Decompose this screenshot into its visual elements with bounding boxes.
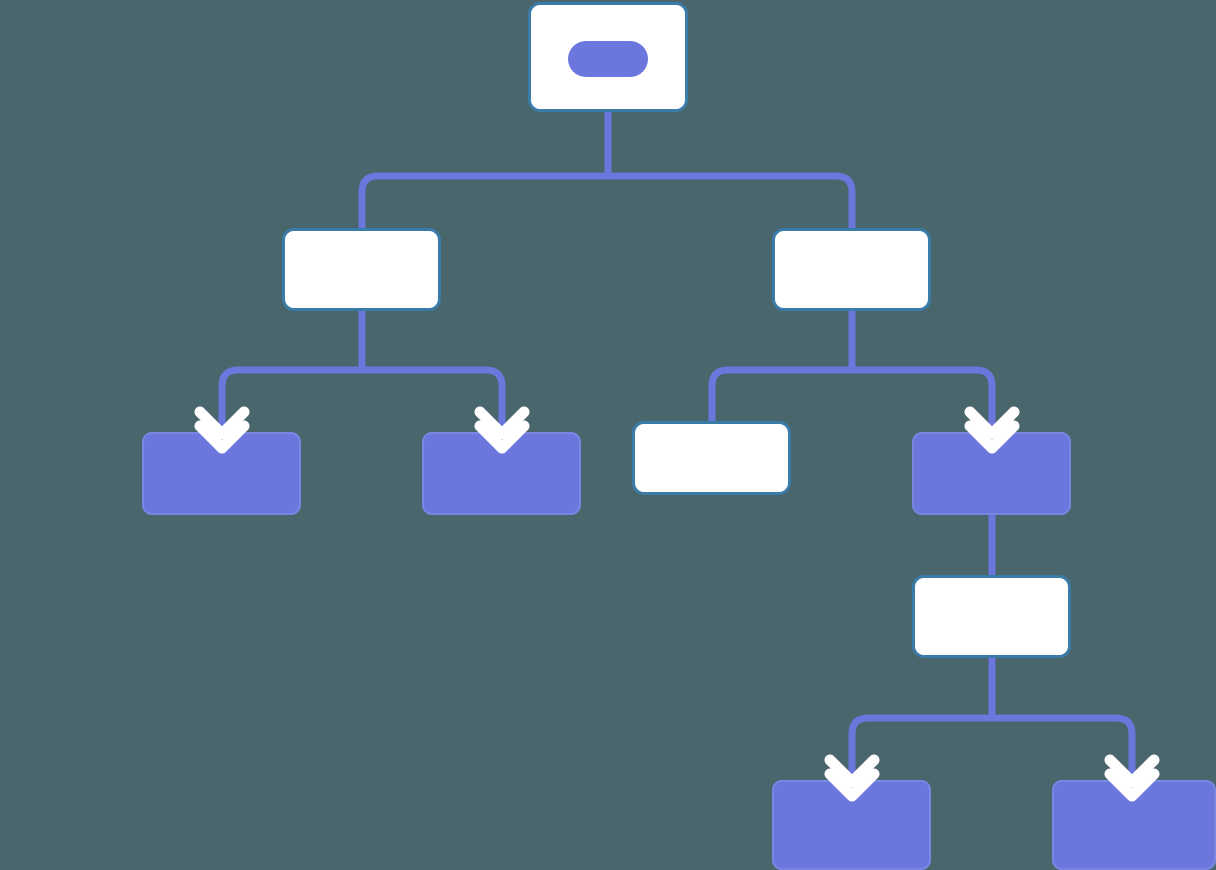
node-l1-left[interactable]: [282, 228, 441, 311]
edge-root-l1left: [358, 172, 608, 228]
node-l2-c[interactable]: [632, 421, 791, 495]
root-badge: [568, 41, 648, 77]
node-l3[interactable]: [912, 575, 1071, 658]
edge-l1right-l2c: [708, 311, 856, 421]
node-l2-b[interactable]: [422, 432, 581, 515]
edge-root-l1right: [608, 172, 856, 228]
edge-l3-l4b: [988, 658, 1136, 789]
node-l4-a[interactable]: [772, 780, 931, 870]
node-l2-d[interactable]: [912, 432, 1071, 515]
node-l1-right[interactable]: [772, 228, 931, 311]
node-l4-b[interactable]: [1052, 780, 1216, 870]
edge-l1left-l2a: [218, 311, 366, 441]
edge-l1right-l2d: [848, 311, 996, 441]
edge-l3-l4a: [848, 658, 996, 789]
node-l2-a[interactable]: [142, 432, 301, 515]
node-root[interactable]: [528, 2, 688, 112]
edge-l1left-l2b: [358, 311, 506, 441]
